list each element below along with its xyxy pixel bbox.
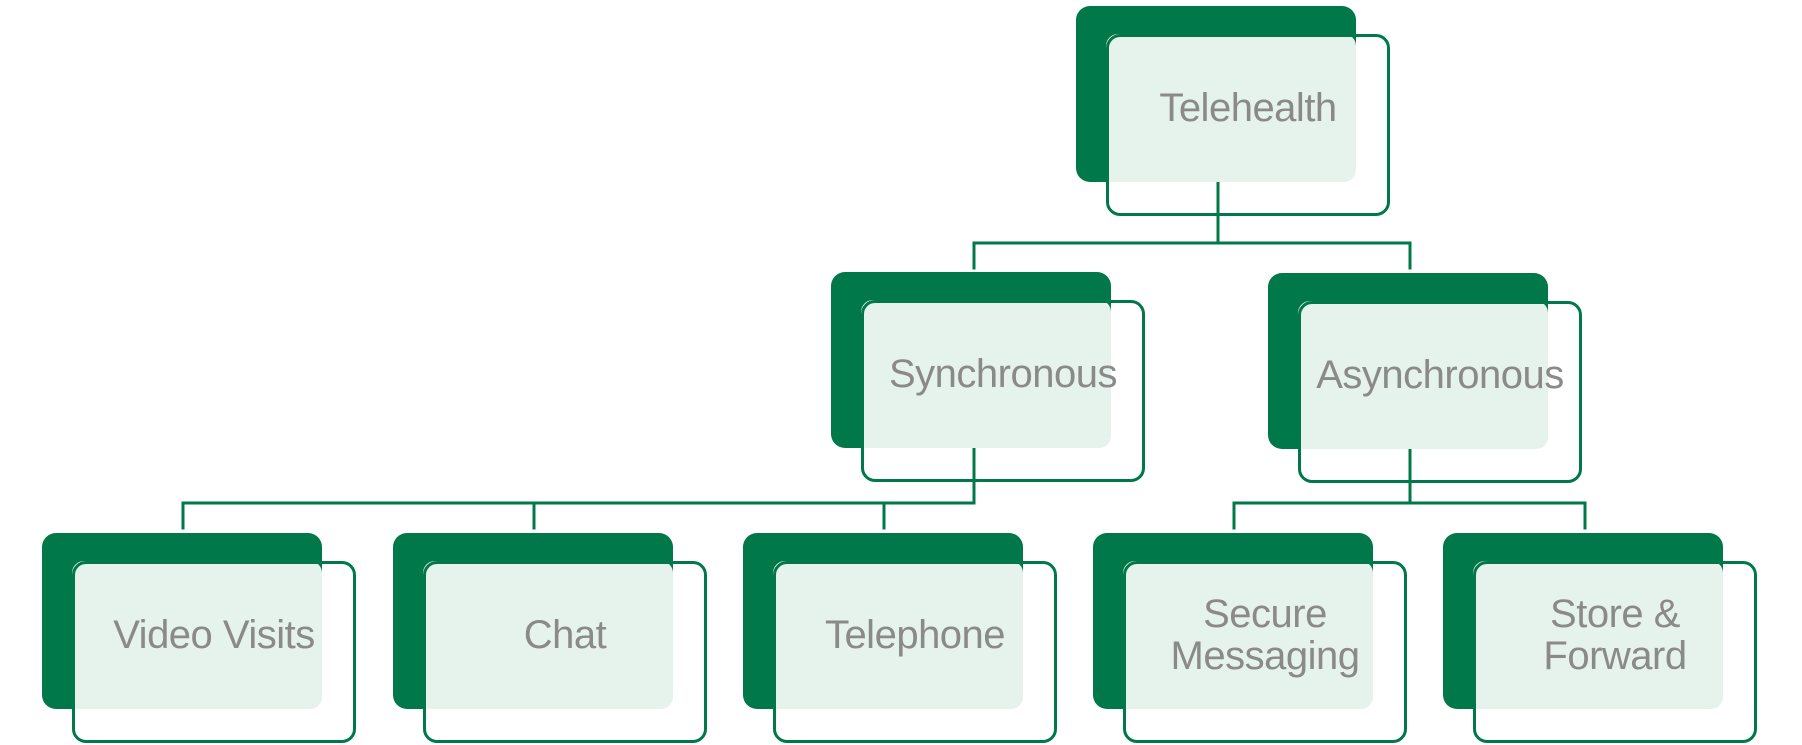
- node-label: Telephone: [824, 613, 1006, 657]
- node-frame: [1106, 34, 1390, 216]
- node-frame: [1123, 561, 1407, 743]
- node-fill: [1473, 561, 1723, 709]
- node-frame: [1298, 301, 1582, 483]
- node-frame: [1473, 561, 1757, 743]
- node-label: Secure Messaging: [1170, 592, 1360, 678]
- node-label: Chat: [523, 613, 607, 657]
- node-fill: [423, 561, 673, 709]
- node-label: Synchronous: [889, 352, 1117, 396]
- node-label: Video Visits: [113, 613, 315, 657]
- node-label: Store & Forward: [1543, 592, 1687, 678]
- node-fill: [861, 300, 1111, 448]
- node-label: Telehealth: [1159, 86, 1337, 130]
- node-fill: [1123, 561, 1373, 709]
- node-frame: [861, 300, 1145, 482]
- node-frame: [72, 561, 356, 743]
- node-frame: [423, 561, 707, 743]
- node-label: Asynchronous: [1316, 353, 1564, 397]
- node-fill: [72, 561, 322, 709]
- node-fill: [1298, 301, 1548, 449]
- node-frame: [773, 561, 1057, 743]
- node-fill: [1106, 34, 1356, 182]
- node-fill: [773, 561, 1023, 709]
